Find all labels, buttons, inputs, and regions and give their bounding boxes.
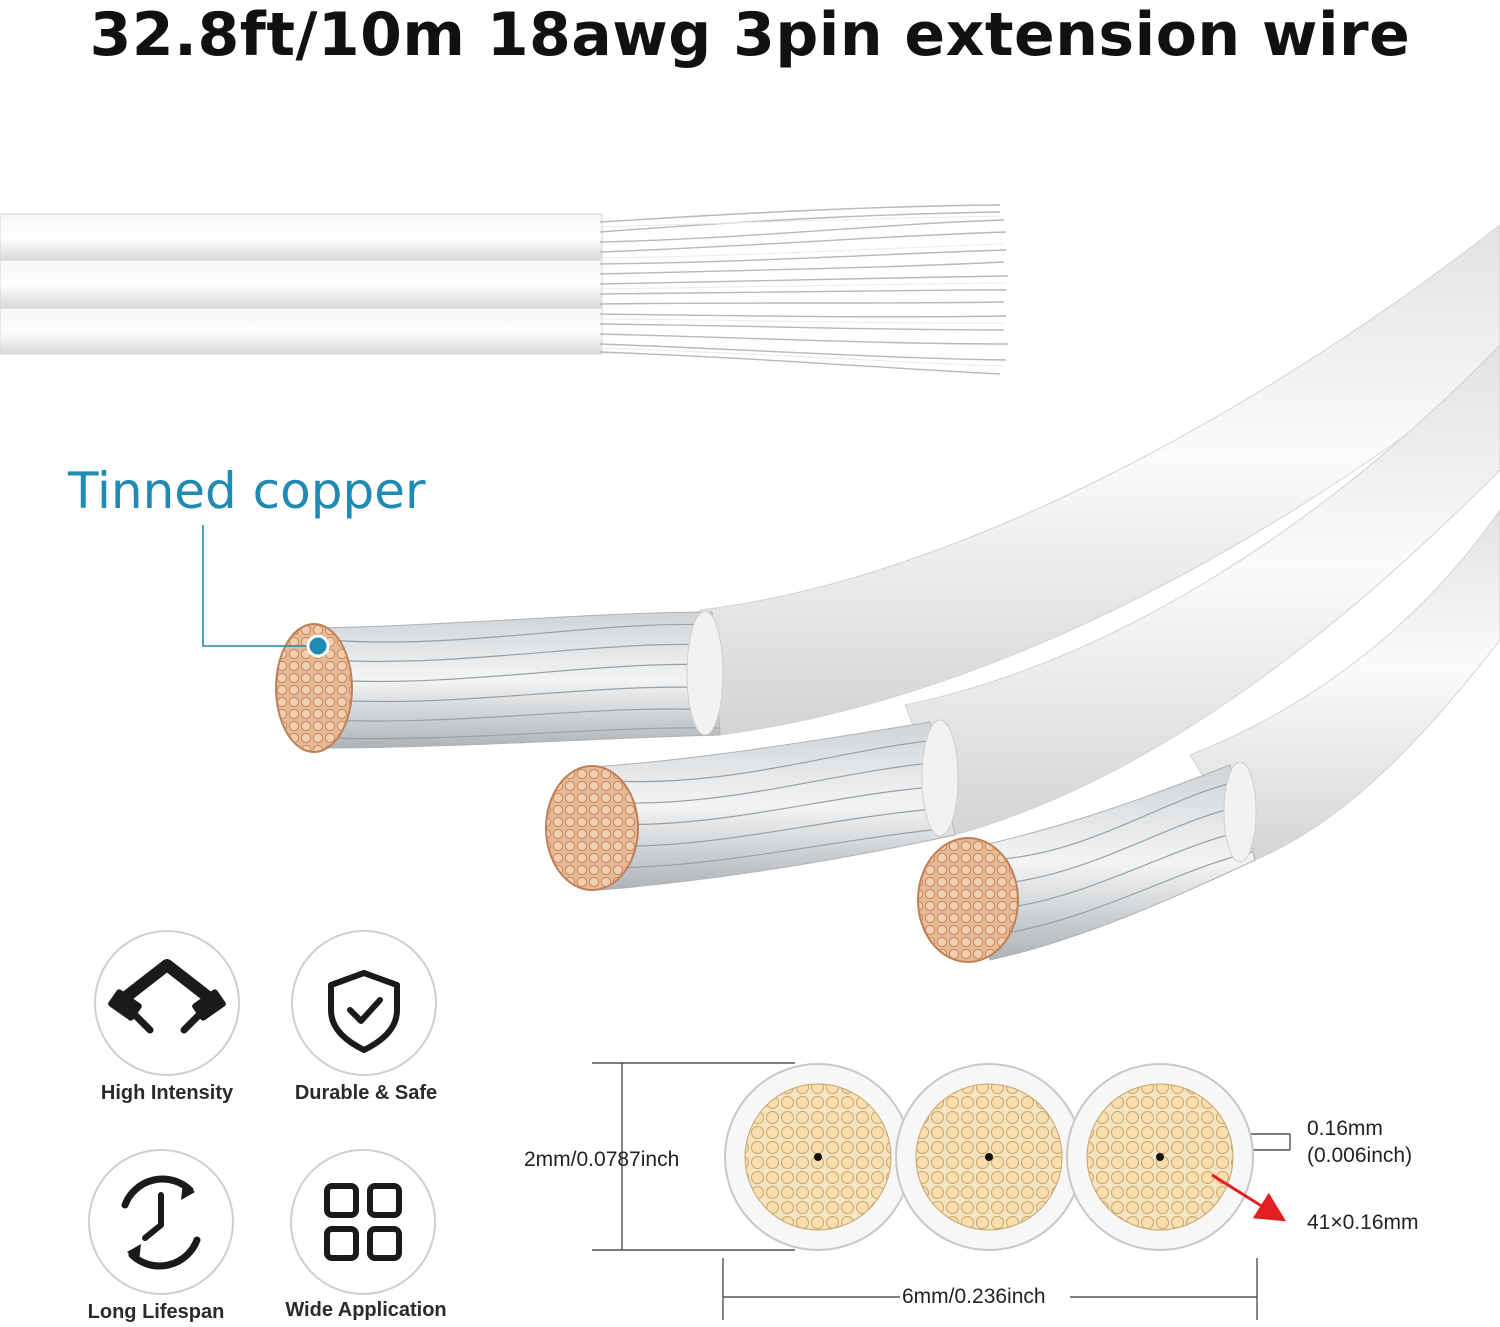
clock-cycle-icon xyxy=(88,1149,234,1295)
wire-conductor-1 xyxy=(275,224,1500,753)
grid-apps-icon xyxy=(290,1149,436,1295)
strand-diameter-mm-label: 0.16mm xyxy=(1307,1117,1383,1140)
wire-conductor-3 xyxy=(917,509,1500,963)
tinned-copper-callout-line xyxy=(202,525,330,658)
height-dimension-label: 2mm/0.0787inch xyxy=(524,1148,680,1171)
feature-label-long-lifespan: Long Lifespan xyxy=(87,1301,225,1323)
high-intensity-icon xyxy=(94,930,240,1076)
shield-check-icon xyxy=(291,930,437,1076)
feature-label-durable-safe: Durable & Safe xyxy=(294,1082,438,1104)
strand-count-label: 41×0.16mm xyxy=(1307,1211,1419,1234)
feature-label-high-intensity: High Intensity xyxy=(100,1082,234,1104)
width-dimension-label: 6mm/0.236inch xyxy=(902,1285,1046,1308)
headline-title: 32.8ft/10m 18awg 3pin extension wire xyxy=(89,0,1411,70)
flat-cable xyxy=(0,204,1009,375)
tinned-copper-label: Tinned copper xyxy=(68,462,426,520)
feature-icons xyxy=(88,930,437,1295)
strand-diameter-inch-label: (0.006inch) xyxy=(1307,1144,1413,1167)
wire-conductor-2 xyxy=(545,344,1500,891)
cross-section-diagram xyxy=(592,1062,1291,1320)
feature-label-wide-application: Wide Application xyxy=(285,1299,447,1321)
